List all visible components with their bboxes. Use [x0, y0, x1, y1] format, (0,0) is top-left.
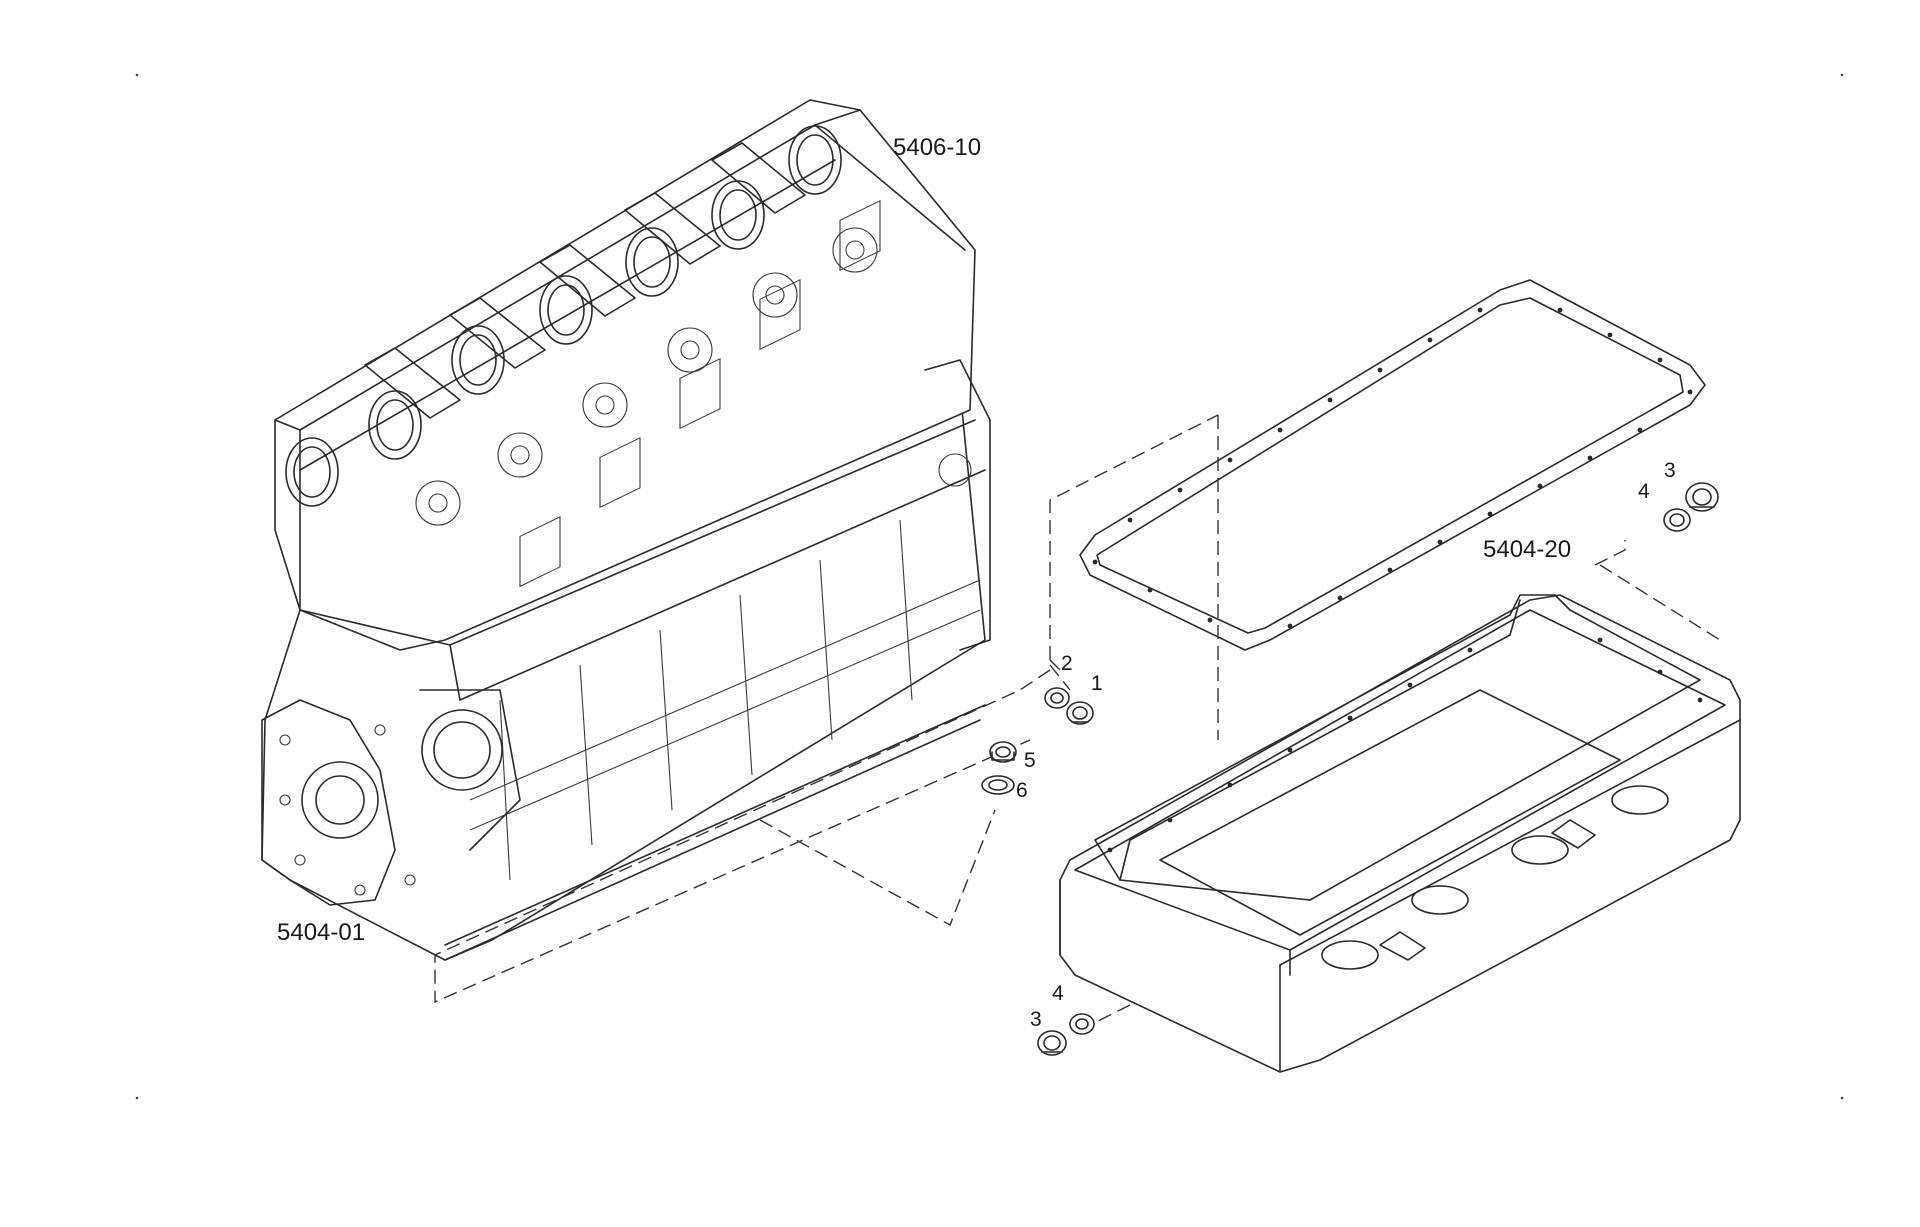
callout-4-top: 4	[1638, 480, 1650, 503]
plug-1-drawing	[1066, 701, 1094, 725]
washer-4-bottom-drawing	[1069, 1013, 1095, 1035]
callout-3-bottom: 3	[1030, 1008, 1042, 1031]
oil-pan-gasket-drawing	[1079, 279, 1706, 651]
callout-4-bottom: 4	[1052, 982, 1064, 1005]
label-cylinder-head: 5406-10	[893, 134, 981, 161]
washer-4-top-drawing	[1663, 508, 1691, 532]
label-oil-pan: 5404-20	[1483, 536, 1571, 563]
plug-3-top-drawing	[1685, 482, 1719, 512]
plug-5-drawing	[989, 741, 1017, 763]
label-engine-block: 5404-01	[277, 919, 365, 946]
callout-3-top: 3	[1664, 459, 1676, 482]
callout-1: 1	[1091, 672, 1103, 695]
callout-6: 6	[1016, 779, 1028, 802]
callout-2: 2	[1061, 652, 1073, 675]
engine-block-drawing	[261, 99, 991, 961]
washer-2-drawing	[1044, 687, 1070, 709]
corner-marks	[135, 73, 1844, 1100]
washer-6-drawing	[981, 775, 1015, 795]
oil-pan-drawing	[1059, 594, 1741, 1073]
callout-5: 5	[1024, 749, 1036, 772]
plug-3-bottom-drawing	[1037, 1030, 1067, 1056]
